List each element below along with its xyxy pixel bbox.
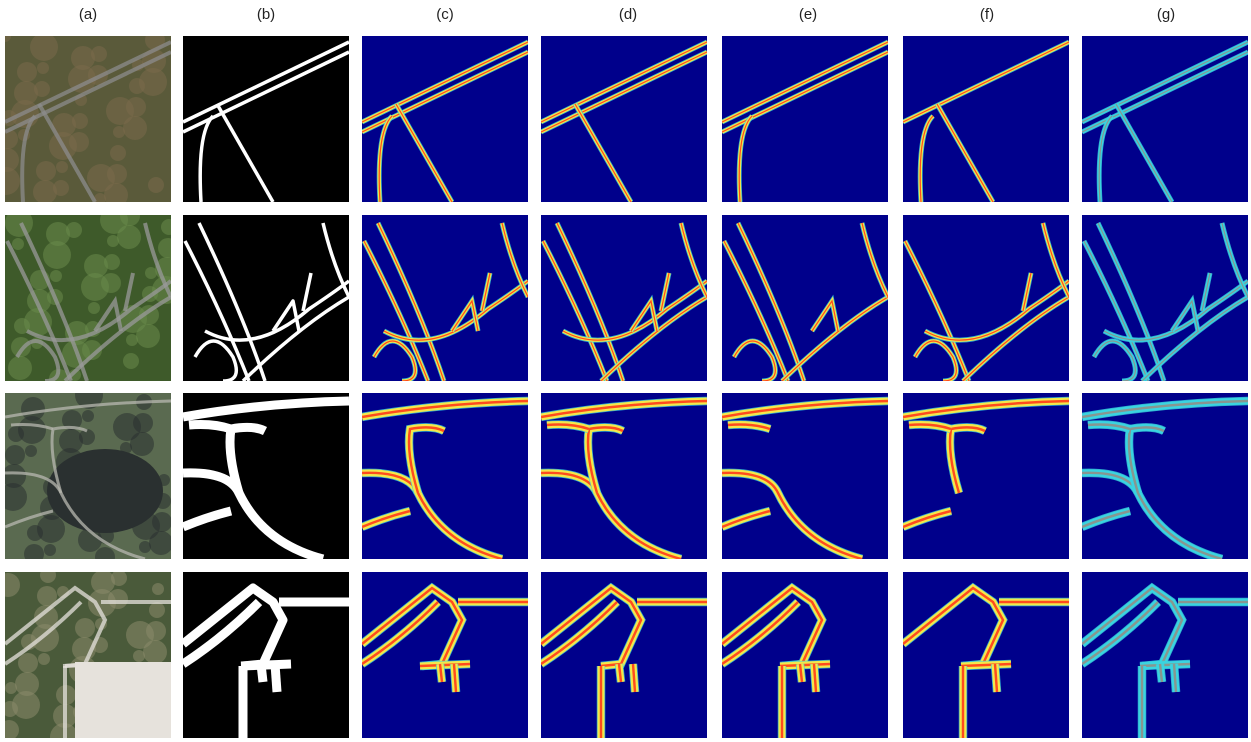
prediction-heatmap-r4-g [1082, 572, 1248, 738]
column-label-g: (g) [1156, 6, 1176, 23]
satellite-image-r1-a [5, 36, 171, 202]
prediction-heatmap-r4-c [362, 572, 528, 738]
satellite-image-r4-a [5, 572, 171, 738]
ground-truth-mask-r4-b [183, 572, 349, 738]
prediction-heatmap-r2-f [903, 215, 1069, 381]
satellite-image-r2-a [5, 215, 171, 381]
prediction-heatmap-r4-f [903, 572, 1069, 738]
column-label-b: (b) [256, 6, 276, 23]
prediction-heatmap-r1-f [903, 36, 1069, 202]
prediction-heatmap-r3-c [362, 393, 528, 559]
ground-truth-mask-r3-b [183, 393, 349, 559]
prediction-heatmap-r1-d [541, 36, 707, 202]
prediction-heatmap-r2-c [362, 215, 528, 381]
prediction-heatmap-r4-d [541, 572, 707, 738]
prediction-heatmap-r2-d [541, 215, 707, 381]
column-label-a: (a) [78, 6, 98, 23]
prediction-heatmap-r1-c [362, 36, 528, 202]
satellite-image-r3-a [5, 393, 171, 559]
prediction-heatmap-r3-f [903, 393, 1069, 559]
prediction-heatmap-r2-e [722, 215, 888, 381]
prediction-heatmap-r4-e [722, 572, 888, 738]
prediction-heatmap-r1-g [1082, 36, 1248, 202]
ground-truth-mask-r1-b [183, 36, 349, 202]
prediction-heatmap-r3-e [722, 393, 888, 559]
prediction-heatmap-r3-g [1082, 393, 1248, 559]
ground-truth-mask-r2-b [183, 215, 349, 381]
prediction-heatmap-r1-e [722, 36, 888, 202]
prediction-heatmap-r3-d [541, 393, 707, 559]
prediction-heatmap-r2-g [1082, 215, 1248, 381]
column-label-d: (d) [618, 6, 638, 23]
column-label-f: (f) [979, 6, 995, 23]
column-label-c: (c) [436, 6, 454, 23]
column-label-e: (e) [798, 6, 818, 23]
